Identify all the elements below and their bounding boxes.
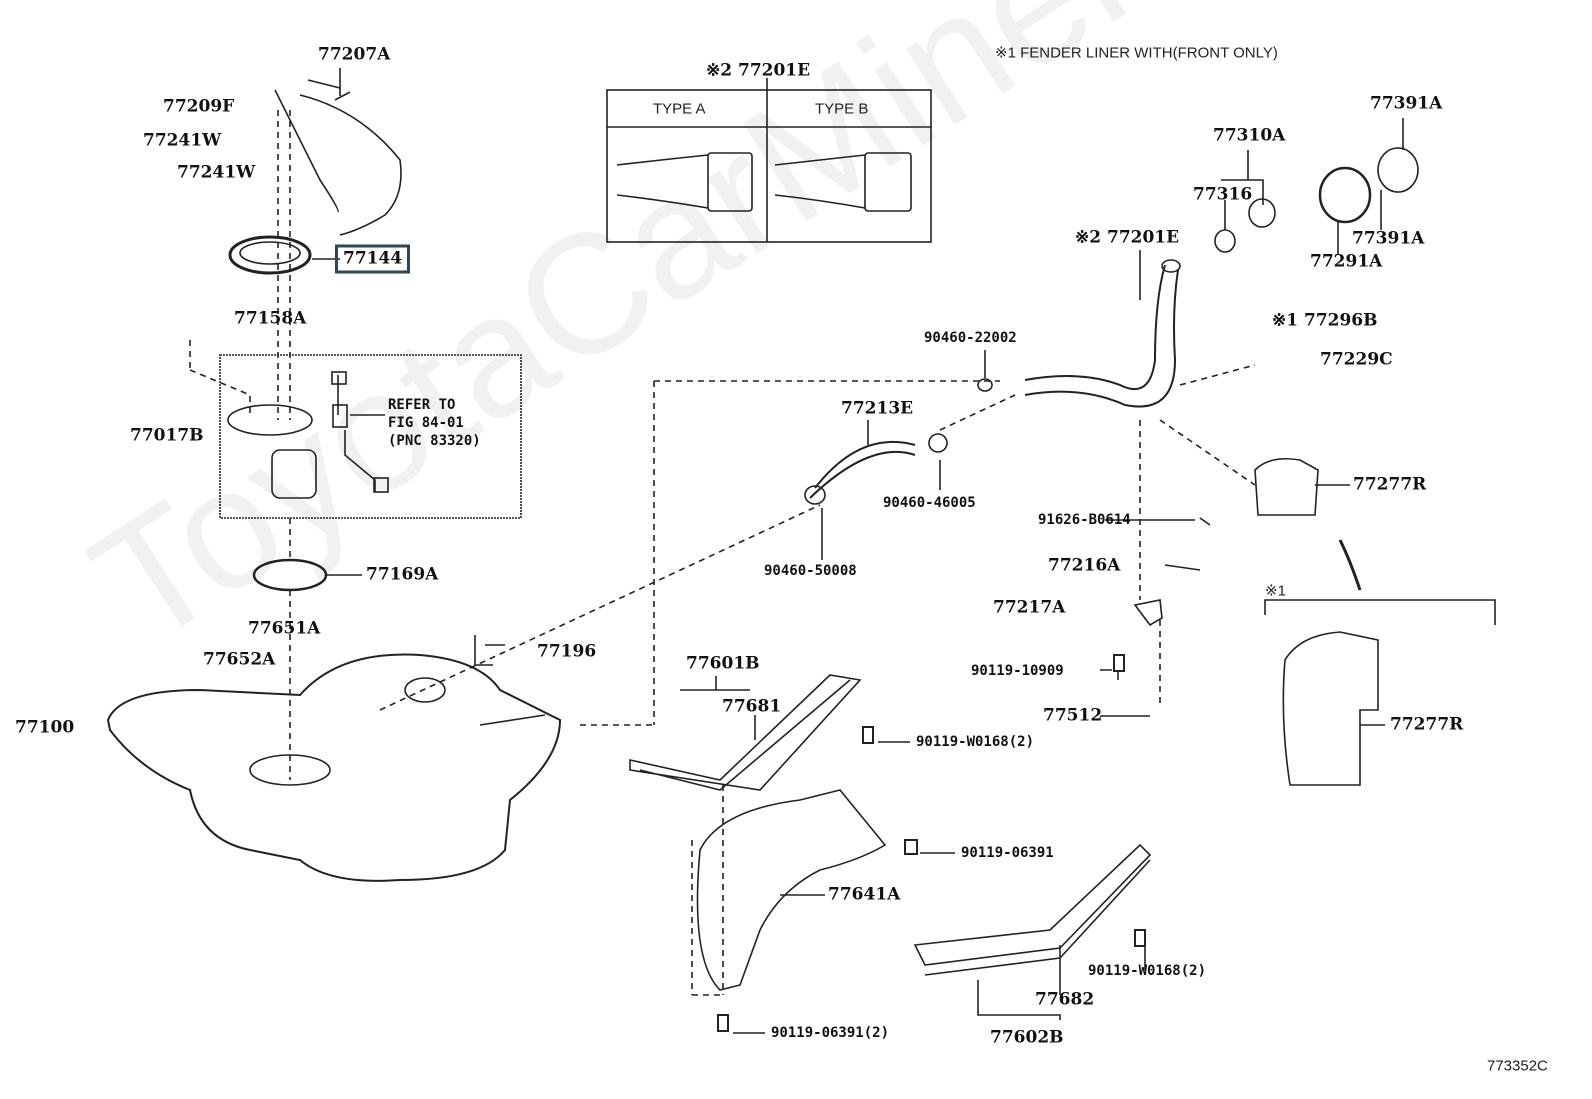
part-90119-W0168[interactable]: 90119-W0168(2) [1088, 963, 1207, 979]
part-77144-highlighted[interactable]: 77144 [335, 244, 411, 274]
part-77651A[interactable]: 77651A [248, 618, 321, 639]
part-90119-06391[interactable]: 90119-06391(2) [771, 1025, 890, 1041]
part-90460-22002[interactable]: 90460-22002 [924, 330, 1017, 346]
refer-line3: (PNC 83320) [388, 433, 481, 449]
part-77310A[interactable]: 77310A [1213, 125, 1286, 146]
part-77277R[interactable]: 77277R [1390, 714, 1464, 735]
type-inset-box [606, 78, 932, 243]
part-77201E[interactable]: ※2 77201E [1075, 227, 1180, 248]
type-a-label: TYPE A [653, 100, 706, 118]
part-90119-W0168[interactable]: 90119-W0168(2) [916, 734, 1035, 750]
part-77316[interactable]: 77316 [1193, 184, 1253, 205]
part-90119-06391[interactable]: 90119-06391 [961, 845, 1054, 861]
part-77241W[interactable]: 77241W [177, 162, 256, 183]
refer-line1: REFER TO [388, 397, 456, 413]
part-77601B[interactable]: 77601B [686, 653, 760, 674]
fender-liner-note: ※1 FENDER LINER WITH(FRONT ONLY) [995, 44, 1278, 62]
part-77602B[interactable]: 77602B [990, 1027, 1064, 1048]
part-77017B[interactable]: 77017B [130, 425, 204, 446]
part-77241W[interactable]: 77241W [143, 130, 222, 151]
part-77213E[interactable]: 77213E [841, 398, 914, 419]
part-77296B[interactable]: ※1 77296B [1272, 310, 1378, 331]
part-77391A[interactable]: 77391A [1352, 228, 1425, 249]
part-77512[interactable]: 77512 [1043, 705, 1103, 726]
figure-code: 773352C [1487, 1057, 1548, 1075]
part-77682[interactable]: 77682 [1035, 989, 1095, 1010]
part-77209F[interactable]: 77209F [163, 96, 235, 117]
part-77681[interactable]: 77681 [722, 696, 782, 717]
type-b-label: TYPE B [815, 100, 869, 118]
part-77291A[interactable]: 77291A [1310, 251, 1383, 272]
part-77277R[interactable]: 77277R [1353, 474, 1427, 495]
part-77169A[interactable]: 77169A [366, 564, 439, 585]
part-77391A[interactable]: 77391A [1370, 93, 1443, 114]
inset-label: ※2 77201E [706, 60, 811, 81]
part-90460-46005[interactable]: 90460-46005 [883, 495, 976, 511]
part-77641A[interactable]: 77641A [828, 884, 901, 905]
part-90119-10909[interactable]: 90119-10909 [971, 663, 1064, 679]
part-77652A[interactable]: 77652A [203, 649, 276, 670]
note-marker-1: ※1 [1265, 582, 1286, 600]
part-77229C[interactable]: 77229C [1320, 349, 1393, 370]
pump-module-box [219, 354, 522, 519]
part-77216A[interactable]: 77216A [1048, 555, 1121, 576]
refer-line2[interactable]: FIG 84-01 [388, 415, 464, 431]
fuel-tank-outline [106, 653, 562, 882]
part-77196[interactable]: 77196 [537, 641, 597, 662]
part-90460-50008[interactable]: 90460-50008 [764, 563, 857, 579]
part-77207A[interactable]: 77207A [318, 44, 391, 65]
part-91626-B0614[interactable]: 91626-B0614 [1038, 512, 1131, 528]
part-77100[interactable]: 77100 [15, 717, 75, 738]
part-77158A[interactable]: 77158A [234, 308, 307, 329]
part-77217A[interactable]: 77217A [993, 597, 1066, 618]
